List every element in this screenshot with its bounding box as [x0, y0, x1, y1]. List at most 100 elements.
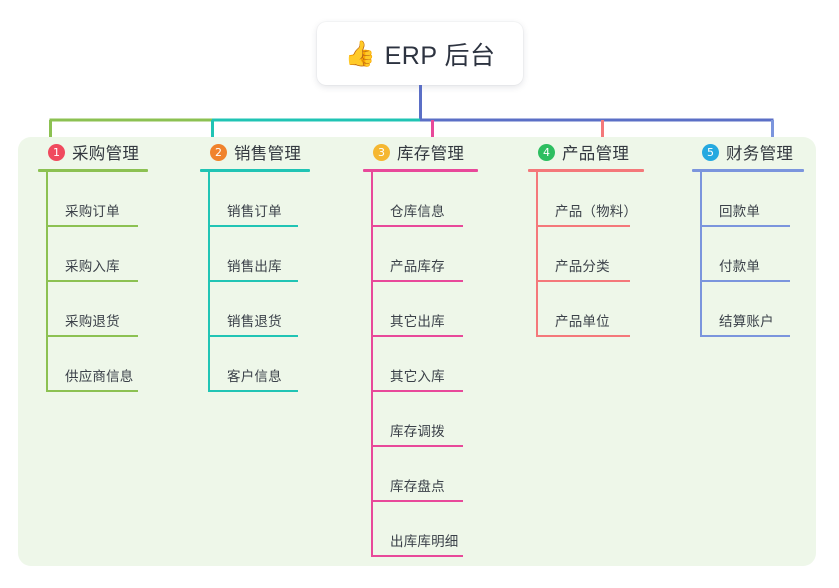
branch-number-badge: 5	[702, 143, 719, 161]
branch-item-label: 销售退货	[227, 314, 282, 329]
branch-item-label: 结算账户	[719, 314, 774, 329]
branch-item-underline	[208, 390, 298, 392]
branch-item-underline	[208, 225, 298, 227]
branch-item-list: 产品（物料） 产品分类产品单位	[536, 172, 644, 337]
branch-item-label: 仓库信息	[390, 204, 445, 219]
branch-item-underline	[371, 390, 463, 392]
branch-number-badge: 2	[210, 143, 227, 161]
branch-title: 销售管理	[234, 145, 302, 163]
thumbs-up-icon: 👍	[344, 40, 376, 68]
branch-underline	[38, 169, 148, 172]
branch-header-1[interactable]: 1 采购管理	[38, 137, 148, 167]
branch-item[interactable]: 回款单	[700, 172, 804, 227]
branch-item-label: 供应商信息	[65, 369, 134, 384]
branch-item-underline	[208, 280, 298, 282]
branch-item-underline	[46, 225, 138, 227]
branch-item[interactable]: 销售订单	[208, 172, 310, 227]
branch-item-underline	[371, 225, 463, 227]
branch-column-3[interactable]: 3 库存管理仓库信息产品库存其它出库其它入库库存调拨库存盘点出库库明细	[363, 137, 478, 557]
branch-underline	[692, 169, 804, 172]
branch-number-badge: 1	[48, 143, 65, 161]
root-node-card[interactable]: 👍 ERP 后台	[317, 22, 523, 85]
branch-item-underline	[371, 500, 463, 502]
branch-item-underline	[536, 280, 630, 282]
branch-item-list: 仓库信息产品库存其它出库其它入库库存调拨库存盘点出库库明细	[371, 172, 478, 557]
branch-item[interactable]: 库存盘点	[371, 447, 478, 502]
branch-number-badge: 4	[538, 143, 555, 161]
branch-header-3[interactable]: 3 库存管理	[363, 137, 478, 167]
branch-item-underline	[371, 445, 463, 447]
branch-columns: 1 采购管理采购订单采购入库采购退货供应商信息 2 销售管理销售订单销售出库销售退货客…	[0, 137, 839, 566]
branch-column-5[interactable]: 5 财务管理回款单付款单结算账户	[692, 137, 804, 337]
branch-title: 库存管理	[397, 145, 465, 163]
branch-item-label: 采购退货	[65, 314, 120, 329]
mindmap-panel	[18, 137, 816, 566]
branch-column-1[interactable]: 1 采购管理采购订单采购入库采购退货供应商信息	[38, 137, 148, 392]
branch-item[interactable]: 采购入库	[46, 227, 148, 282]
branch-item-label: 采购入库	[65, 259, 120, 274]
branch-column-2[interactable]: 2 销售管理销售订单销售出库销售退货客户信息	[200, 137, 310, 392]
branch-item-label: 采购订单	[65, 204, 120, 219]
branch-item-underline	[700, 280, 790, 282]
branch-item[interactable]: 付款单	[700, 227, 804, 282]
branch-item[interactable]: 采购订单	[46, 172, 148, 227]
branch-item-list: 销售订单销售出库销售退货客户信息	[208, 172, 310, 392]
branch-spine	[371, 172, 373, 557]
branch-item-underline	[371, 280, 463, 282]
branch-item[interactable]: 产品分类	[536, 227, 644, 282]
branch-item[interactable]: 其它出库	[371, 282, 478, 337]
branch-item-underline	[371, 335, 463, 337]
branch-item-label: 其它入库	[390, 369, 445, 384]
branch-item-label: 销售出库	[227, 259, 282, 274]
branch-item-label: 产品分类	[555, 259, 610, 274]
branch-item-label: 客户信息	[227, 369, 282, 384]
branch-item-label: 销售订单	[227, 204, 282, 219]
branch-underline	[528, 169, 644, 172]
branch-item[interactable]: 出库库明细	[371, 502, 478, 557]
branch-item-underline	[46, 335, 138, 337]
branch-item-label: 回款单	[719, 204, 761, 219]
branch-item[interactable]: 产品（物料）	[536, 172, 644, 227]
branch-item[interactable]: 销售退货	[208, 282, 310, 337]
branch-item-label: 库存盘点	[390, 479, 445, 494]
branch-spine	[536, 172, 538, 337]
branch-title: 财务管理	[726, 145, 794, 163]
branch-title: 采购管理	[72, 145, 140, 163]
branch-item[interactable]: 结算账户	[700, 282, 804, 337]
branch-item-list: 回款单付款单结算账户	[700, 172, 804, 337]
branch-item-underline	[208, 335, 298, 337]
branch-header-4[interactable]: 4 产品管理	[528, 137, 644, 167]
branch-item[interactable]: 其它入库	[371, 337, 478, 392]
branch-item[interactable]: 采购退货	[46, 282, 148, 337]
branch-item-underline	[700, 335, 790, 337]
branch-item[interactable]: 仓库信息	[371, 172, 478, 227]
branch-spine	[700, 172, 702, 337]
branch-item[interactable]: 供应商信息	[46, 337, 148, 392]
branch-item[interactable]: 客户信息	[208, 337, 310, 392]
branch-item[interactable]: 产品库存	[371, 227, 478, 282]
branch-item-label: 产品库存	[390, 259, 445, 274]
branch-item-underline	[46, 280, 138, 282]
branch-item-underline	[371, 555, 463, 557]
branch-header-2[interactable]: 2 销售管理	[200, 137, 310, 167]
branch-item[interactable]: 库存调拨	[371, 392, 478, 447]
branch-item-label: 出库库明细	[390, 534, 459, 549]
branch-title: 产品管理	[562, 145, 630, 163]
branch-item-underline	[536, 225, 630, 227]
branch-item-label: 付款单	[719, 259, 761, 274]
branch-underline	[363, 169, 478, 172]
branch-spine	[46, 172, 48, 392]
branch-underline	[200, 169, 310, 172]
branch-item-label: 其它出库	[390, 314, 445, 329]
branch-spine	[208, 172, 210, 392]
root-node-title: ERP 后台	[384, 41, 496, 70]
branch-item-label: 产品单位	[555, 314, 610, 329]
branch-number-badge: 3	[373, 143, 390, 161]
branch-item[interactable]: 产品单位	[536, 282, 644, 337]
branch-item-underline	[700, 225, 790, 227]
branch-item-list: 采购订单采购入库采购退货供应商信息	[46, 172, 148, 392]
branch-header-5[interactable]: 5 财务管理	[692, 137, 804, 167]
branch-item-underline	[46, 390, 138, 392]
branch-item[interactable]: 销售出库	[208, 227, 310, 282]
branch-column-4[interactable]: 4 产品管理产品（物料） 产品分类产品单位	[528, 137, 644, 337]
